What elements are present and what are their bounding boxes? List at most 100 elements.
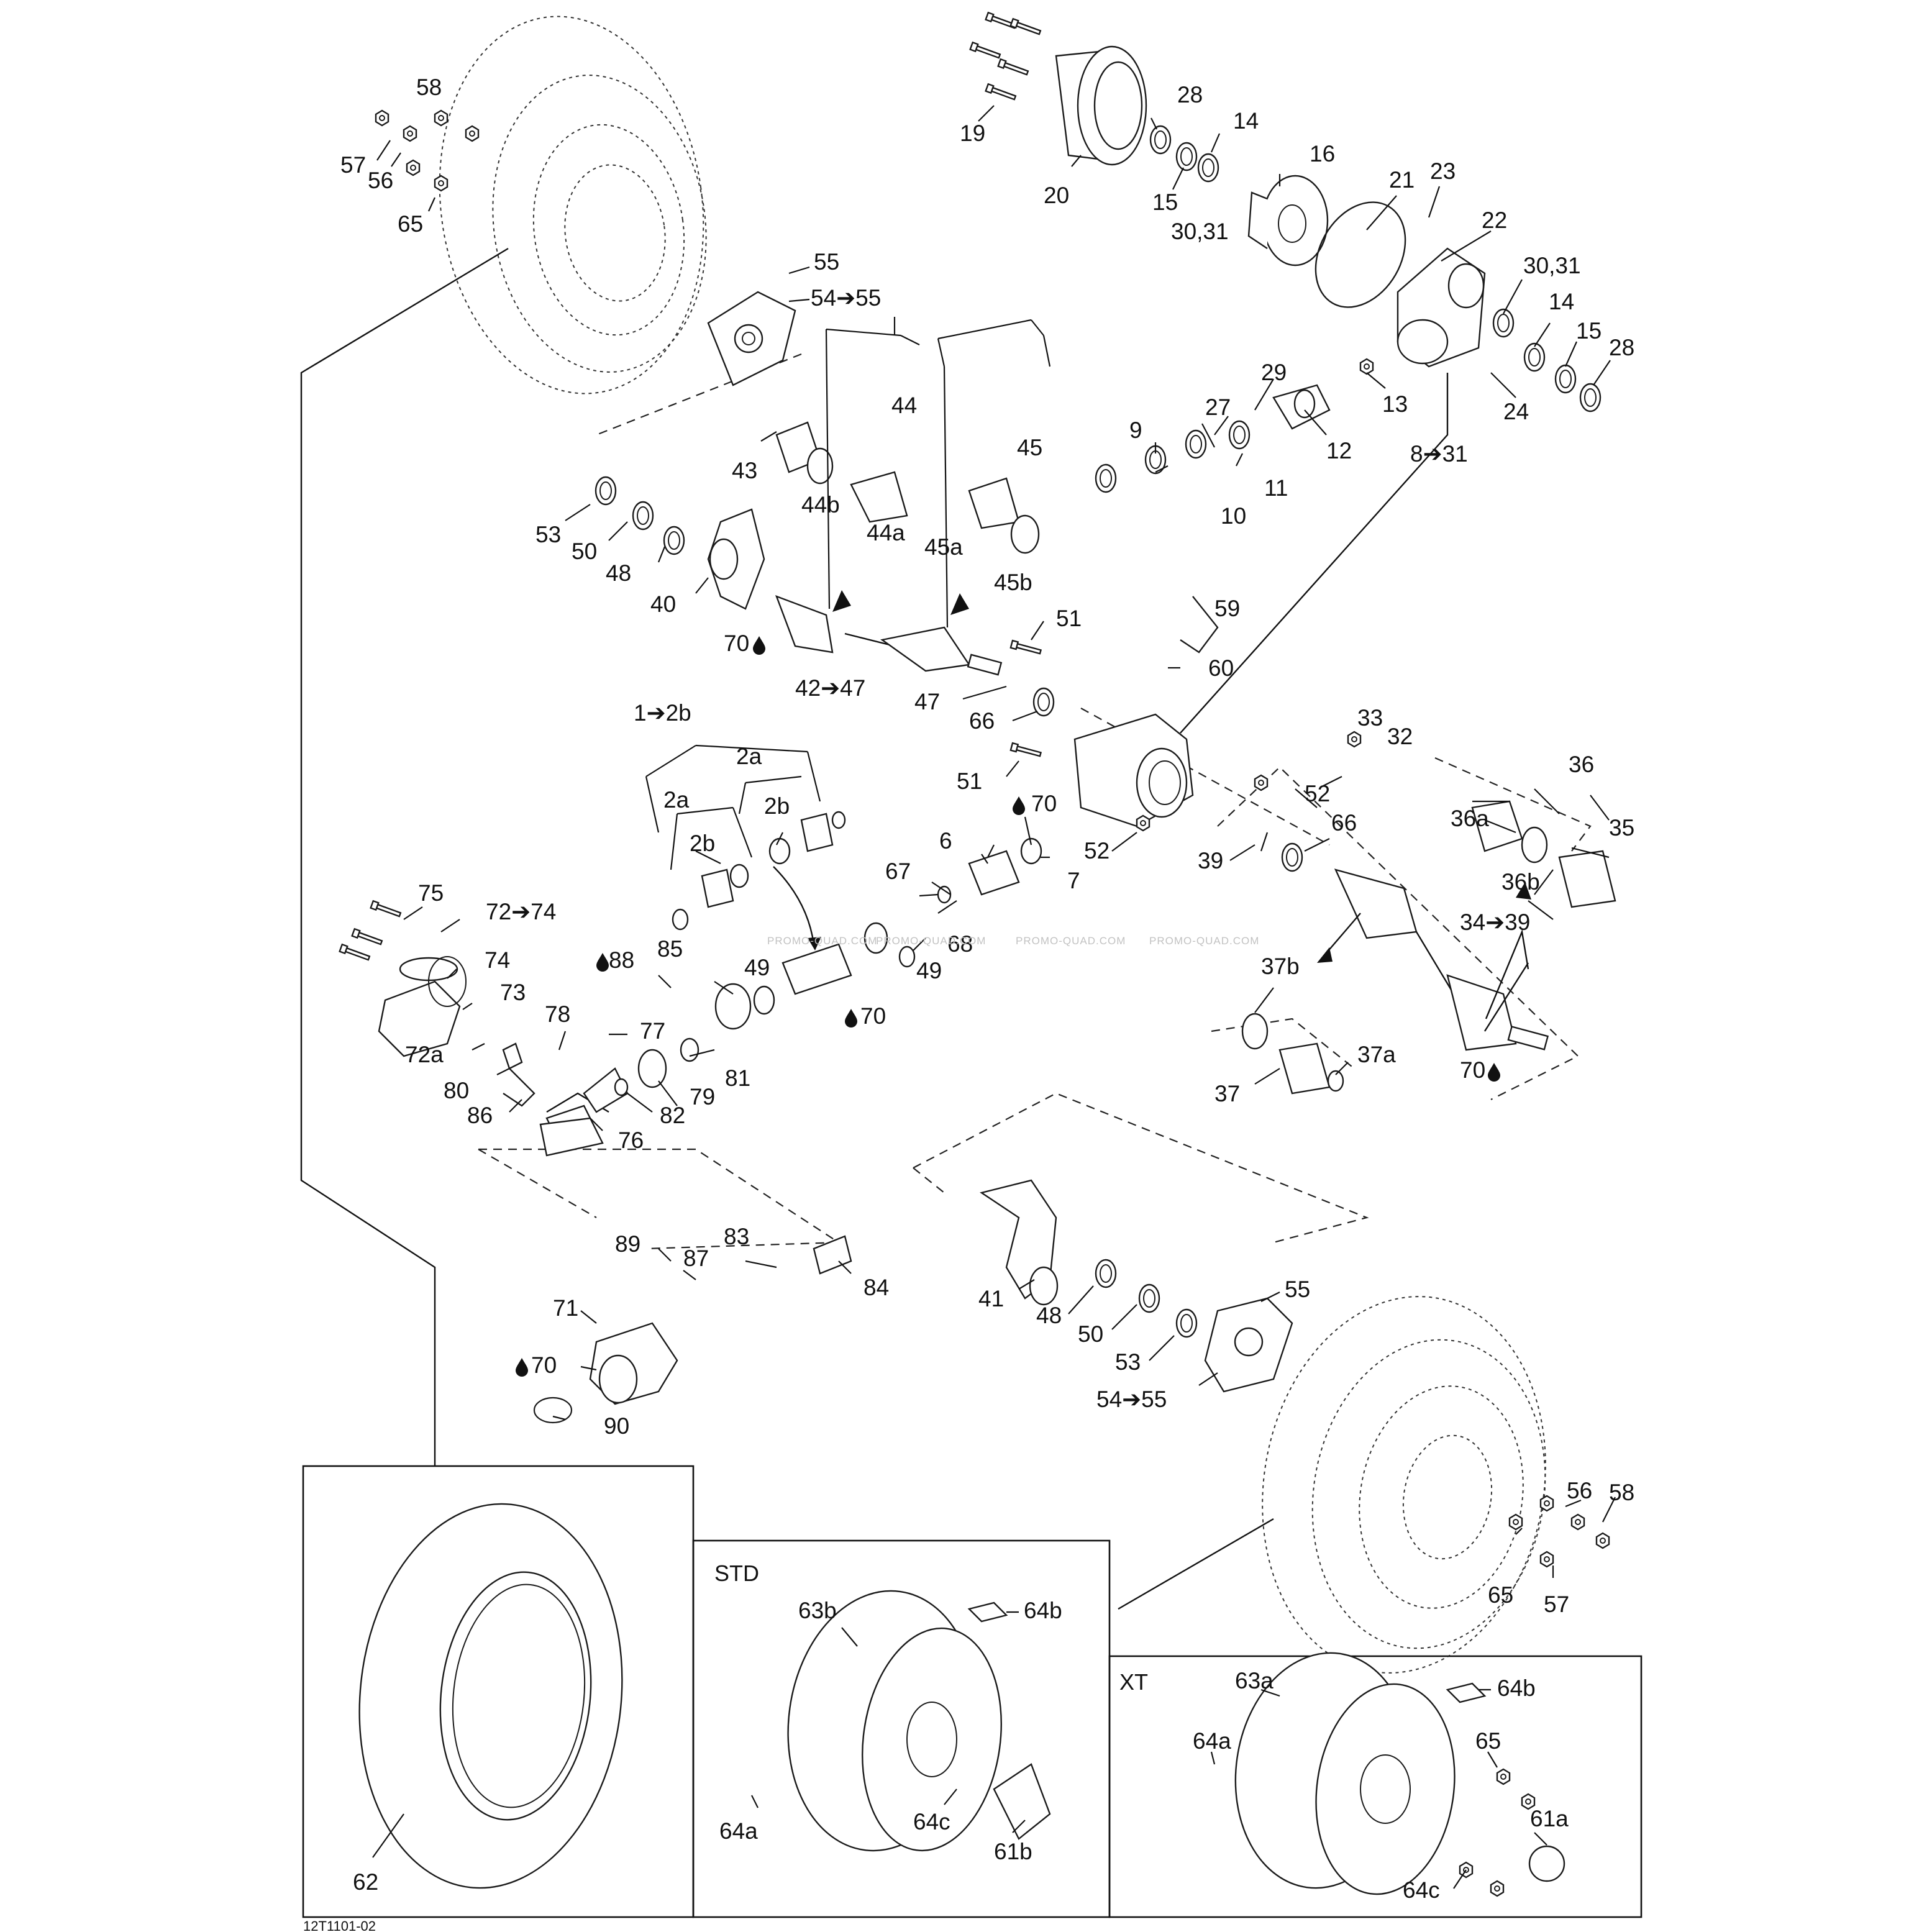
assembly-artwork bbox=[300, 12, 1643, 1918]
part-label: 2a bbox=[736, 744, 762, 769]
lower-driveshaft bbox=[1334, 868, 1549, 1051]
part-label: 86 bbox=[467, 1103, 493, 1128]
part-label: 50 bbox=[572, 539, 597, 564]
part-label: 36 bbox=[1569, 752, 1594, 777]
ring-gear bbox=[1247, 175, 1329, 267]
part-label: 83 bbox=[724, 1224, 749, 1249]
watermark: PROMO-QUAD.COM bbox=[876, 935, 986, 947]
part-label: 88 bbox=[609, 947, 634, 973]
part-label: 32 bbox=[1387, 724, 1413, 749]
part-label: 56 bbox=[368, 168, 393, 193]
part-label: 70 bbox=[1460, 1057, 1485, 1083]
part-label: 16 bbox=[1310, 141, 1335, 166]
watermarks: PROMO-QUAD.COM PROMO-QUAD.COM PROMO-QUAD… bbox=[767, 935, 1259, 947]
xt-section-title: XT bbox=[1119, 1669, 1148, 1695]
part-label: 66 bbox=[969, 708, 995, 734]
part-label: 64c bbox=[1403, 1877, 1440, 1903]
part-label: 79 bbox=[690, 1084, 715, 1110]
part-label: 28 bbox=[1177, 82, 1203, 107]
part-label: 55 bbox=[1285, 1277, 1310, 1302]
part-label: 53 bbox=[1115, 1349, 1141, 1375]
part-label: 14 bbox=[1549, 289, 1574, 314]
part-label: 47 bbox=[914, 689, 940, 714]
part-label: 58 bbox=[416, 75, 442, 100]
part-label: 78 bbox=[545, 1001, 570, 1027]
part-label: 45b bbox=[994, 570, 1032, 595]
lower-knuckle bbox=[980, 1179, 1059, 1306]
differential-cover bbox=[1397, 247, 1486, 368]
part-label: 37 bbox=[1214, 1081, 1240, 1106]
actuator bbox=[339, 900, 467, 1057]
part-label: 74 bbox=[485, 947, 510, 973]
part-label: 51 bbox=[1056, 606, 1082, 631]
part-label: 71 bbox=[553, 1295, 578, 1321]
upper-cv-parts bbox=[775, 421, 1040, 554]
part-label: 10 bbox=[1221, 503, 1246, 529]
part-label: 11 bbox=[1264, 475, 1288, 501]
part-label: 62 bbox=[353, 1869, 378, 1895]
part-label: 75 bbox=[418, 880, 444, 906]
oil-drop-icon bbox=[1488, 1063, 1500, 1082]
part-label: 27 bbox=[1205, 394, 1231, 420]
oil-drop-icon bbox=[1013, 796, 1025, 815]
lower-cv-parts bbox=[1241, 800, 1616, 1095]
part-label: 73 bbox=[500, 980, 526, 1005]
part-label: 7 bbox=[1067, 868, 1080, 893]
upper-driveshaft bbox=[775, 595, 1003, 676]
part-label: 59 bbox=[1214, 596, 1240, 621]
oil-drop-icon bbox=[845, 1009, 857, 1028]
part-label: 60 bbox=[1208, 655, 1234, 681]
part-label: 61b bbox=[994, 1839, 1032, 1864]
part-label: 70 bbox=[1031, 791, 1057, 816]
part-label: 63b bbox=[798, 1598, 837, 1623]
part-label: 40 bbox=[650, 591, 676, 617]
shift-fork-parts bbox=[502, 1037, 699, 1157]
part-label: 43 bbox=[732, 458, 757, 483]
part-label: 64c bbox=[913, 1809, 950, 1834]
part-label: 64a bbox=[719, 1818, 758, 1844]
part-label: 1➔2b bbox=[634, 700, 691, 726]
part-label: 52 bbox=[1305, 781, 1330, 806]
part-label: 82 bbox=[660, 1103, 685, 1128]
part-label: 58 bbox=[1609, 1480, 1634, 1505]
part-label: 44a bbox=[867, 520, 905, 545]
drawing-code: 12T1101-02 bbox=[303, 1918, 376, 1932]
part-label: 64a bbox=[1193, 1728, 1231, 1754]
part-label: 39 bbox=[1198, 848, 1223, 873]
std-rim bbox=[787, 1590, 1051, 1852]
upper-wheel-outline bbox=[439, 16, 707, 394]
part-label: 64b bbox=[1024, 1598, 1062, 1623]
part-label: 77 bbox=[640, 1018, 665, 1044]
part-label: 6 bbox=[939, 828, 952, 854]
part-label: 28 bbox=[1609, 335, 1634, 360]
part-label: 65 bbox=[1488, 1582, 1513, 1608]
part-label: 70 bbox=[860, 1003, 886, 1029]
pinion-gear bbox=[1272, 384, 1331, 430]
rear-differential-housing bbox=[969, 12, 1147, 166]
part-label: 70 bbox=[724, 631, 749, 656]
part-label: 51 bbox=[957, 768, 982, 794]
part-label: 61a bbox=[1530, 1806, 1569, 1831]
part-label: 37a bbox=[1357, 1042, 1396, 1067]
part-label: 68 bbox=[947, 931, 973, 957]
part-label: 49 bbox=[916, 958, 942, 983]
part-label: 52 bbox=[1084, 838, 1110, 863]
part-label: 2b bbox=[764, 793, 790, 819]
part-label: 8➔31 bbox=[1410, 441, 1468, 467]
part-label: 55 bbox=[814, 249, 839, 275]
arrow-right-icon bbox=[1483, 962, 1529, 1032]
part-label: 15 bbox=[1152, 189, 1178, 215]
watermark: PROMO-QUAD.COM bbox=[767, 935, 877, 947]
shift-housing bbox=[533, 1235, 852, 1424]
part-label: 64b bbox=[1497, 1675, 1536, 1701]
part-labels: 58 57 56 65 55 54➔55 19 20 28 14 15 30,3… bbox=[340, 75, 1634, 1903]
lower-hub bbox=[1204, 1297, 1293, 1393]
part-label: 37b bbox=[1261, 954, 1300, 979]
part-label: 2a bbox=[663, 787, 690, 813]
part-label: 30,31 bbox=[1171, 219, 1229, 244]
part-label: 63a bbox=[1235, 1668, 1274, 1693]
part-label: 66 bbox=[1331, 810, 1357, 836]
front-differential-housing bbox=[1073, 596, 1219, 827]
std-section-title: STD bbox=[714, 1561, 759, 1586]
